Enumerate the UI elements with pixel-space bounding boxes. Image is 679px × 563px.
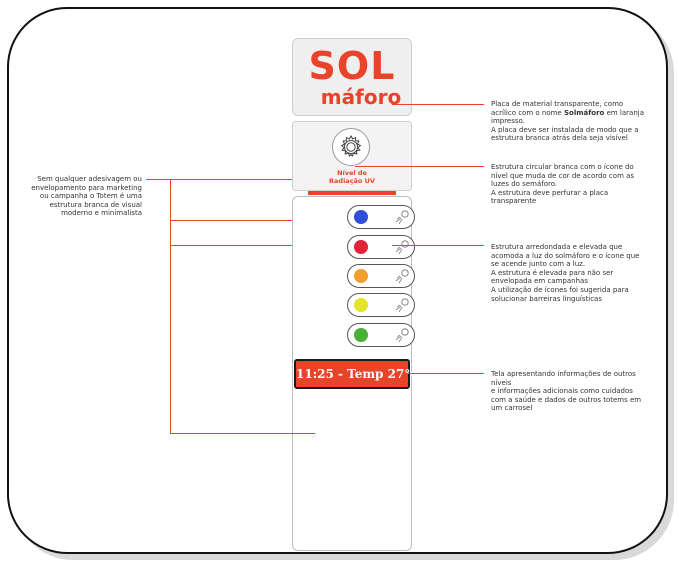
leader-screen-h (408, 373, 484, 374)
note-line: Estrutura circular branca com o ícone do (491, 163, 634, 171)
note-line: moderno e minimalista (61, 209, 142, 218)
note-line: A placa deve ser instalada de modo que a (491, 125, 639, 134)
light-pod (347, 205, 415, 229)
accent-strip (308, 191, 396, 195)
note-minimalist: Sem qualquer adesivagem ou envelopamento… (14, 175, 142, 218)
note-line: transparente (491, 197, 537, 206)
light-dot (354, 269, 368, 283)
note-line: níveis (491, 378, 512, 387)
leader-plate-h (392, 104, 484, 105)
note-line: Sem qualquer adesivagem ou (37, 175, 142, 183)
leader-left-vertical (170, 179, 171, 434)
note-screen: Tela apresentando informações de outros … (491, 370, 661, 413)
note-line: A estrutura deve perfurar a placa (491, 188, 609, 197)
uv-label: Nível de Radiação UV (293, 169, 411, 185)
leader-circle-h (355, 166, 484, 167)
note-line: Estrutura arredondada e elevada que (491, 243, 623, 251)
sun-ray-icon (395, 328, 409, 343)
note-line: envelopada em campanhas (491, 277, 588, 286)
note-line: acrílico com o nome Solmáforo em laranja (491, 109, 661, 118)
info-screen: 11:25 - Temp 27°C (294, 359, 420, 389)
light-dot (354, 298, 368, 312)
note-line: um carrosel (491, 404, 533, 413)
light-pod (347, 323, 415, 347)
note-line: Placa de material transparente, como (491, 100, 624, 108)
light-dot (354, 328, 368, 342)
uv-circle (332, 128, 370, 166)
sun-ray-icon (395, 298, 409, 313)
leader-lights-h (392, 245, 484, 246)
note-line: estrutura branca de visual (49, 200, 142, 209)
note-line: A utilização de ícones foi sugerida para (491, 285, 629, 294)
note-span: em laranja (604, 108, 645, 117)
note-line: solucionar barreiras linguísticas (491, 294, 602, 303)
note-line: ou campanha o Totem é uma (39, 192, 142, 201)
leader-left-2 (170, 220, 292, 221)
note-line: luzes do semáforo. (491, 180, 558, 189)
light-dot (354, 240, 368, 254)
uv-level-panel: Nível de Radiação UV (292, 121, 412, 191)
sun-ray-icon (395, 210, 409, 225)
leader-left-stub (146, 179, 171, 180)
note-line: acomoda a luz do solmáforo e o ícone que (491, 251, 640, 260)
note-line: nível que muda de cor de acordo com as (491, 171, 635, 180)
note-line: A estrutura é elevada para não ser (491, 268, 614, 277)
note-line: se acende junto com a luz. (491, 260, 586, 269)
note-line: e informações adicionais como cuidados (491, 387, 633, 396)
note-line: com a saúde e dados de outros totems em (491, 395, 642, 404)
uv-label-line1: Nível de (337, 169, 367, 177)
note-line: envelopamento para marketing (31, 183, 142, 192)
logo-text-maforo: máforo (320, 85, 402, 109)
light-dot (354, 210, 368, 224)
logo-plate: SOL máforo (292, 38, 412, 116)
uv-label-line2: Radiação UV (329, 177, 375, 185)
light-pod (347, 235, 415, 259)
note-line: impresso. (491, 117, 525, 126)
leader-left-1 (170, 179, 292, 180)
leader-left-3 (170, 245, 292, 246)
sun-icon (340, 134, 362, 157)
logo-text-sol: SOL (308, 44, 396, 88)
leader-left-4 (170, 433, 315, 434)
light-pod (347, 264, 415, 288)
note-bold: Solmáforo (563, 108, 605, 117)
light-pod (347, 293, 415, 317)
sun-ray-icon (395, 240, 409, 255)
sun-ray-icon (395, 269, 409, 284)
note-line: Tela apresentando informações de outros (491, 370, 636, 378)
note-plate: Placa de material transparente, como acr… (491, 100, 661, 143)
note-line: estrutura branca atrás dela seja visível (491, 134, 628, 143)
note-circle: Estrutura circular branca com o ícone do… (491, 163, 661, 206)
note-span: acrílico com o nome (491, 108, 564, 117)
note-lights: Estrutura arredondada e elevada que acom… (491, 243, 661, 303)
